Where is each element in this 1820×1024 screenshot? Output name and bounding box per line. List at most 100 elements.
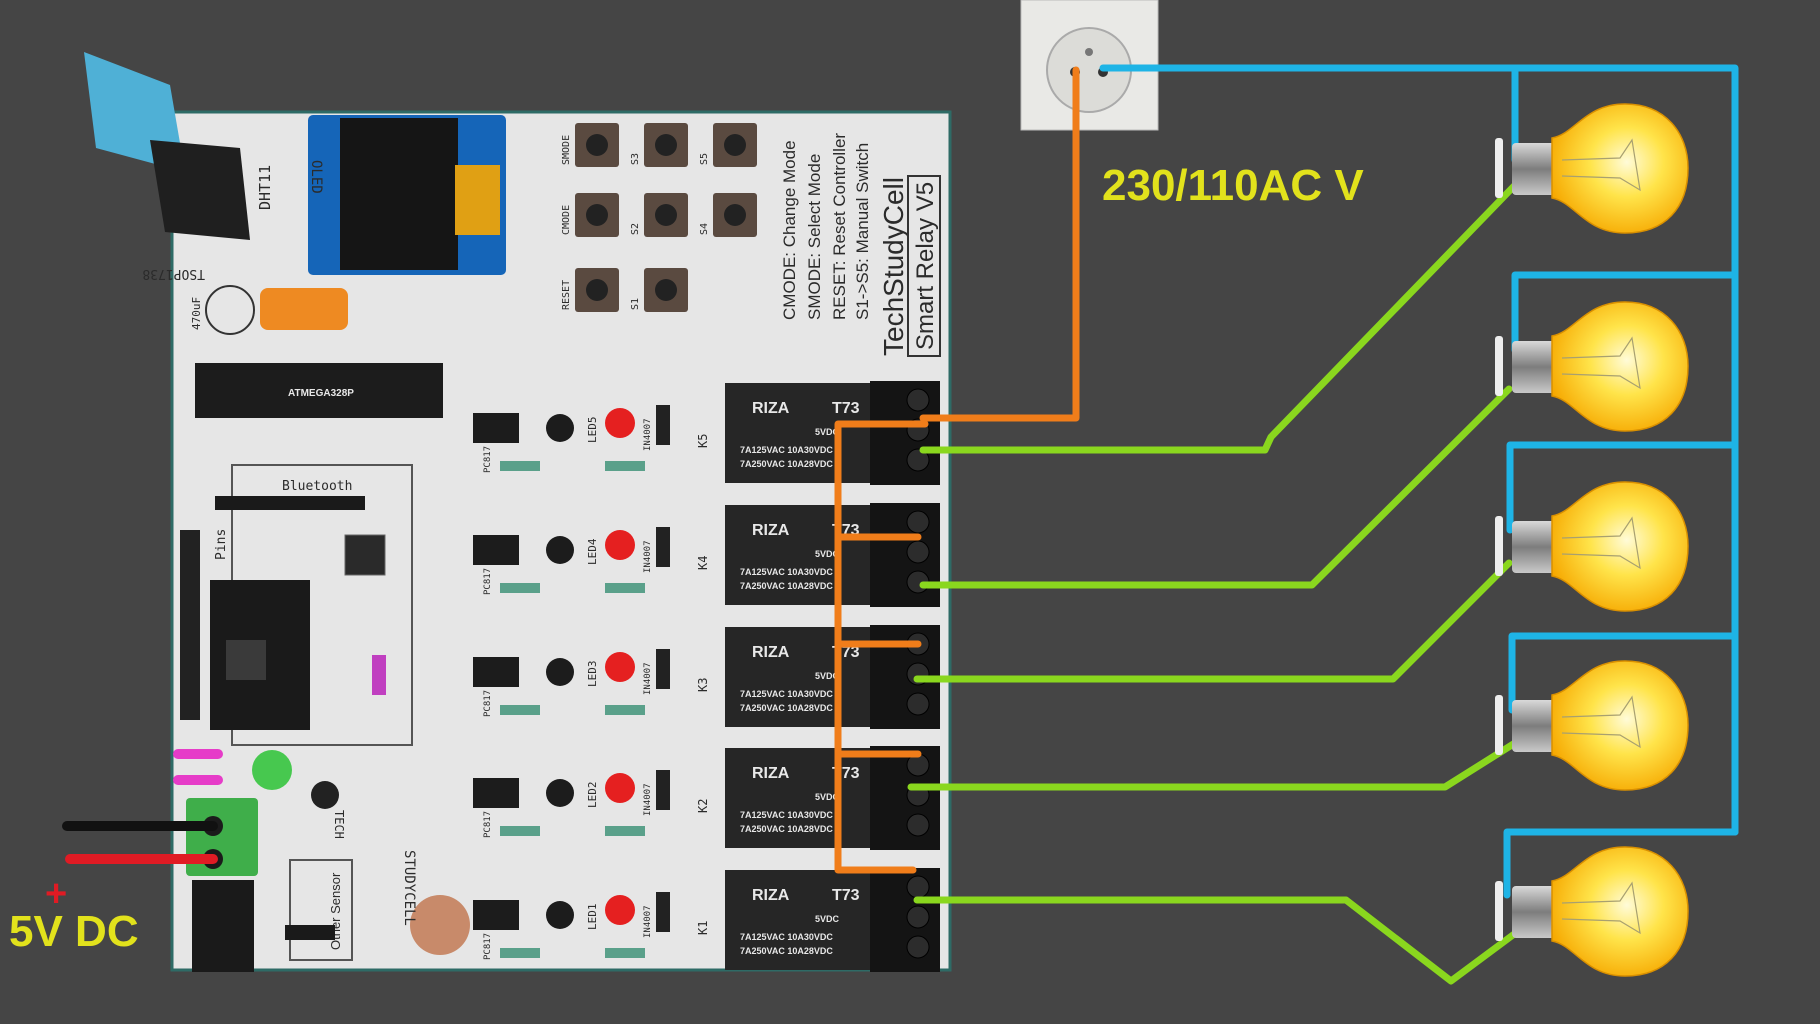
phase-wires bbox=[834, 66, 1080, 874]
relay-k-label: K3 bbox=[696, 678, 710, 692]
status-led bbox=[605, 773, 635, 803]
diode bbox=[656, 892, 670, 932]
terminal-screw[interactable] bbox=[906, 935, 930, 959]
relay-k-label: K5 bbox=[696, 434, 710, 448]
relay-rating-2: 7A250VAC 10A28VDC bbox=[740, 824, 833, 834]
screw-terminal bbox=[870, 503, 940, 607]
diode bbox=[656, 649, 670, 689]
mcu-label: ATMEGA328P bbox=[288, 388, 354, 399]
relay-rating-2: 7A250VAC 10A28VDC bbox=[740, 946, 833, 956]
resistor bbox=[500, 461, 540, 471]
power-led bbox=[252, 750, 292, 790]
neutral-wires bbox=[1099, 64, 1739, 899]
terminal-screw[interactable] bbox=[906, 905, 930, 929]
push-button-s1[interactable]: S1 bbox=[630, 268, 688, 312]
pins-label: Pins bbox=[214, 529, 229, 560]
lamp-filament bbox=[1561, 138, 1641, 192]
push-button-s2[interactable]: S2 bbox=[630, 193, 688, 237]
button-cap[interactable] bbox=[655, 134, 677, 156]
terminal-screw[interactable] bbox=[906, 448, 930, 472]
dc-supply-label: 5V DC bbox=[9, 907, 139, 956]
status-led bbox=[605, 895, 635, 925]
optocoupler bbox=[473, 413, 519, 443]
lamp-holder bbox=[1495, 336, 1503, 396]
bluetooth-header bbox=[215, 496, 365, 510]
logo-icon bbox=[311, 781, 339, 809]
legend-line-2: SMODE: Select Mode bbox=[805, 154, 824, 320]
terminal-screw[interactable] bbox=[906, 540, 930, 564]
status-led bbox=[605, 530, 635, 560]
tsop-label: TSOP1738 bbox=[142, 266, 205, 281]
button-label: CMODE bbox=[561, 205, 572, 235]
neutral-lamp-3 bbox=[1506, 441, 1739, 534]
terminal-screw[interactable] bbox=[906, 692, 930, 716]
transistor bbox=[546, 658, 574, 686]
relay-maker: RIZA bbox=[752, 765, 790, 782]
optocoupler bbox=[473, 535, 519, 565]
terminal-screw[interactable] bbox=[906, 510, 930, 534]
push-button-smode[interactable]: SMODE bbox=[561, 123, 619, 167]
button-cap[interactable] bbox=[655, 204, 677, 226]
screw-terminal bbox=[870, 381, 940, 485]
lamp-filament bbox=[1561, 695, 1641, 749]
button-label: RESET bbox=[561, 280, 572, 310]
neutral-lamp-5 bbox=[1503, 828, 1739, 899]
legend-line-1: CMODE: Change Mode bbox=[780, 140, 799, 320]
brand-name: TechStudyCell bbox=[878, 177, 909, 356]
relay-coil: 5VDC bbox=[815, 671, 840, 681]
button-cap[interactable] bbox=[586, 134, 608, 156]
dc-plus-sign: + bbox=[45, 873, 67, 915]
load-wire-k5 bbox=[919, 178, 1522, 454]
relay-maker: RIZA bbox=[752, 644, 790, 661]
button-cap[interactable] bbox=[586, 279, 608, 301]
push-button-s5[interactable]: S5 bbox=[699, 123, 757, 167]
button-cap[interactable] bbox=[655, 279, 677, 301]
optocoupler-label: PC817 bbox=[483, 933, 493, 960]
relay-part: T73 bbox=[832, 887, 860, 904]
relay-part: T73 bbox=[832, 400, 860, 417]
logo-text: STUDYCELL bbox=[401, 850, 417, 926]
optocoupler bbox=[473, 900, 519, 930]
button-cap[interactable] bbox=[724, 134, 746, 156]
button-cap[interactable] bbox=[586, 204, 608, 226]
oled-label: OLED bbox=[308, 160, 324, 194]
relay-k-label: K1 bbox=[696, 921, 710, 935]
lamp-holder bbox=[1495, 881, 1503, 941]
push-button-cmode[interactable]: CMODE bbox=[561, 193, 619, 237]
transistor bbox=[546, 414, 574, 442]
relay-body bbox=[725, 870, 870, 970]
reset-button-small[interactable] bbox=[344, 534, 386, 576]
model-name: Smart Relay V5 bbox=[912, 182, 939, 350]
transistor bbox=[546, 901, 574, 929]
button-cap[interactable] bbox=[724, 204, 746, 226]
resistor bbox=[605, 705, 645, 715]
screw-terminal bbox=[870, 868, 940, 972]
relay-k-label: K2 bbox=[696, 799, 710, 813]
relay-rating-2: 7A250VAC 10A28VDC bbox=[740, 703, 833, 713]
bluetooth-label: Bluetooth bbox=[282, 479, 352, 494]
neutral-lamp-4 bbox=[1508, 632, 1739, 714]
atmega-chip: ATMEGA328P bbox=[195, 363, 443, 418]
lamp-base bbox=[1512, 143, 1556, 195]
relay-coil: 5VDC bbox=[815, 914, 840, 924]
button-label: SMODE bbox=[561, 135, 572, 165]
terminal-screw[interactable] bbox=[906, 875, 930, 899]
relay-coil: 5VDC bbox=[815, 549, 840, 559]
button-label: S4 bbox=[699, 223, 710, 235]
push-button-reset[interactable]: RESET bbox=[561, 268, 619, 312]
push-button-s4[interactable]: S4 bbox=[699, 193, 757, 237]
lamp-glass bbox=[1551, 481, 1689, 612]
lamp-base bbox=[1512, 700, 1556, 752]
relay-k-label: K4 bbox=[696, 556, 710, 570]
terminal-screw[interactable] bbox=[906, 388, 930, 412]
relay-maker: RIZA bbox=[752, 887, 790, 904]
optocoupler bbox=[473, 657, 519, 687]
terminal-screw[interactable] bbox=[906, 813, 930, 837]
resistor bbox=[500, 826, 540, 836]
optocoupler-label: PC817 bbox=[483, 568, 493, 595]
push-button-s3[interactable]: S3 bbox=[630, 123, 688, 167]
